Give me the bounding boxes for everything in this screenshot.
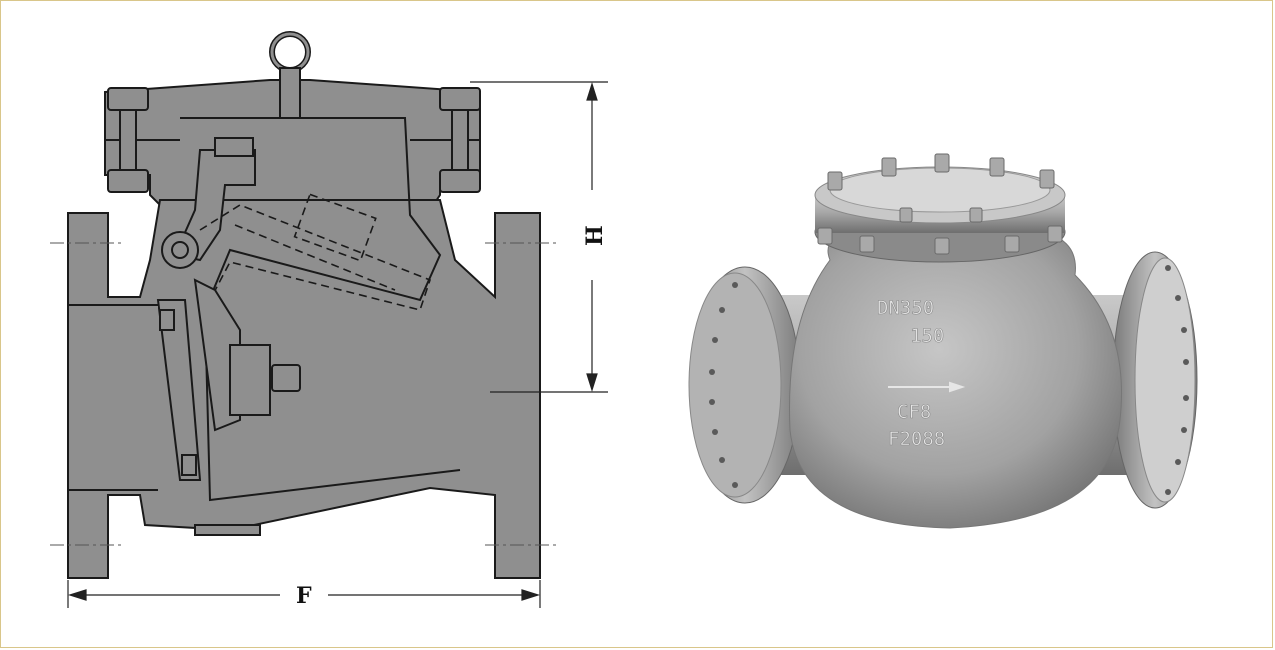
dimension-h	[470, 81, 608, 393]
dimension-f	[67, 580, 541, 608]
flange-centerlines	[50, 242, 560, 546]
lifting-eye	[269, 31, 311, 119]
drain-boss	[194, 524, 261, 536]
hinge-arm	[161, 137, 256, 269]
dimension-h-label: H	[582, 225, 608, 246]
disc-open-position	[199, 193, 431, 311]
valve-section-drawing: H F	[50, 31, 608, 609]
internal-cavity	[180, 117, 461, 502]
disc-closed-position	[156, 278, 301, 481]
cover-bolts	[107, 87, 481, 193]
inlet-bore	[70, 305, 158, 490]
dimension-f-label: F	[296, 583, 312, 609]
